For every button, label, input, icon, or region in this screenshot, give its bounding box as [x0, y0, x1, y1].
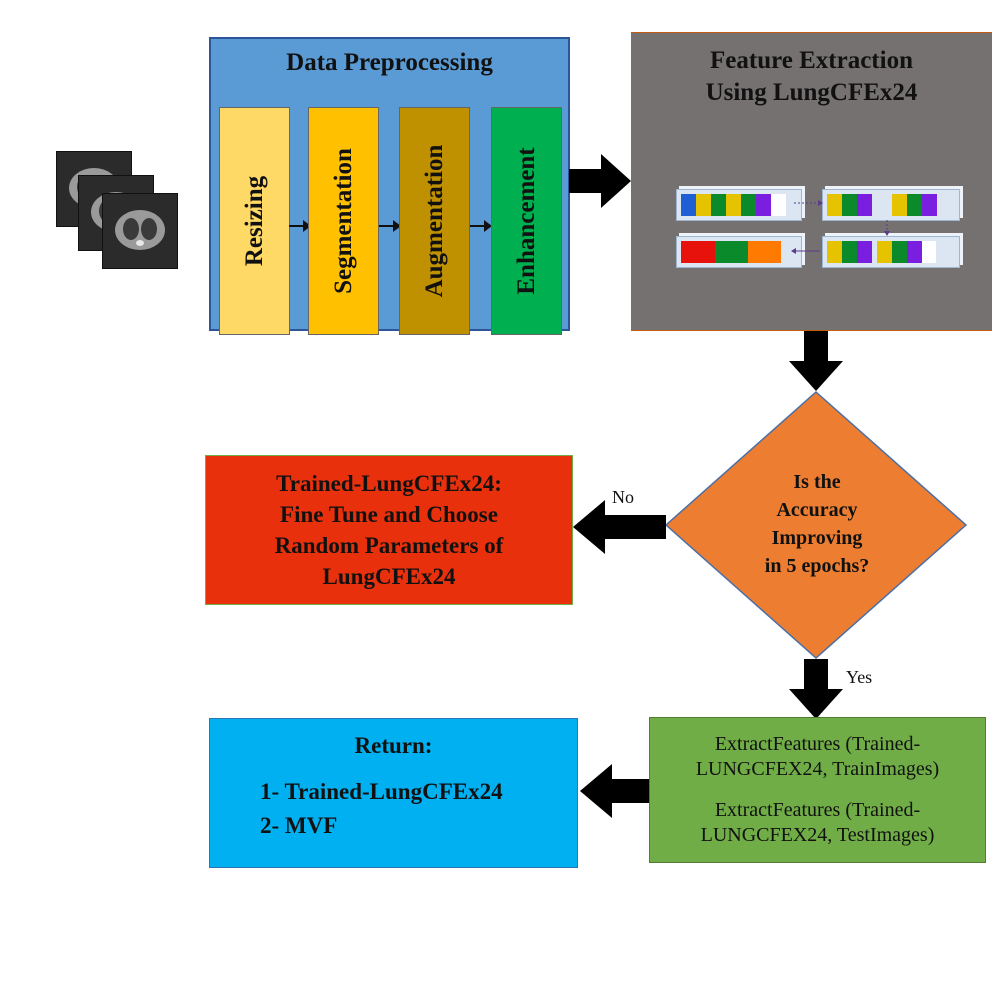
- extract-train-text: ExtractFeatures (Trained- LUNGCFEX24, Tr…: [650, 732, 985, 782]
- decision-line3: Improving: [771, 527, 863, 549]
- enhancement-label: Enhancement: [512, 147, 540, 295]
- step-arrow: [379, 220, 401, 232]
- decision-line1: Is the: [793, 471, 841, 493]
- enhancement-step: Enhancement: [491, 107, 562, 335]
- no-label: No: [612, 487, 634, 507]
- arrow-down-to-decision: [789, 331, 843, 391]
- preprocessing-title: Data Preprocessing: [286, 49, 493, 76]
- trained-line3: Random Parameters of: [274, 533, 504, 558]
- ct-slice-image: [102, 193, 178, 269]
- augmentation-step: Augmentation: [399, 107, 470, 335]
- extract-line3: ExtractFeatures (Trained-: [714, 799, 921, 821]
- arrow-right-to-feature: [569, 154, 631, 208]
- extract-line2: LUNGCFEX24, TrainImages): [695, 758, 940, 780]
- return-item-2: 2- MVF: [260, 813, 338, 838]
- feature-tensor: [676, 236, 802, 268]
- extract-features-box: ExtractFeatures (Trained- LUNGCFEX24, Tr…: [649, 717, 986, 863]
- trained-line4: LungCFEx24: [322, 564, 456, 589]
- arrow-left-to-return: [580, 764, 649, 818]
- resizing-step: Resizing: [219, 107, 290, 335]
- step-arrow: [289, 220, 311, 232]
- feature-extraction-title: Feature Extraction Using LungCFEx24: [632, 45, 991, 109]
- decision-line2: Accuracy: [776, 499, 858, 521]
- decision-line4: in 5 epochs?: [764, 555, 870, 577]
- return-title: Return:: [354, 733, 433, 758]
- feature-tensor: [822, 236, 960, 268]
- trained-line1: Trained-LungCFEx24:: [276, 471, 502, 496]
- augmentation-label: Augmentation: [420, 144, 448, 298]
- arrow-left-no: [573, 500, 666, 554]
- feature-extraction-box: Feature Extraction Using LungCFEx24: [631, 32, 992, 331]
- return-item-1: 1- Trained-LungCFEx24: [260, 779, 503, 804]
- trained-line2: Fine Tune and Choose: [280, 502, 498, 527]
- arrow-down-yes: [789, 659, 843, 719]
- trained-text: Trained-LungCFEx24: Fine Tune and Choose…: [206, 468, 572, 592]
- decision-text: Is the Accuracy Improving in 5 epochs?: [736, 468, 898, 580]
- resizing-label: Resizing: [240, 175, 268, 267]
- segmentation-label: Segmentation: [329, 148, 357, 294]
- trained-lungcfex24-box: Trained-LungCFEx24: Fine Tune and Choose…: [205, 455, 573, 605]
- feature-tensor: [676, 189, 802, 221]
- data-preprocessing-box: Data Preprocessing Resizing Segmentation…: [209, 37, 570, 335]
- extract-line1: ExtractFeatures (Trained-: [714, 733, 921, 755]
- feature-title-line1: Feature Extraction: [710, 47, 913, 74]
- tensor-connectors: [791, 200, 890, 254]
- feature-title-line2: Using LungCFEx24: [705, 79, 918, 106]
- return-box: Return: 1- Trained-LungCFEx24 2- MVF: [209, 718, 578, 868]
- step-arrow: [470, 220, 492, 232]
- segmentation-step: Segmentation: [308, 107, 379, 335]
- yes-label: Yes: [846, 667, 873, 687]
- extract-test-text: ExtractFeatures (Trained- LUNGCFEX24, Te…: [650, 798, 985, 848]
- extract-line4: LUNGCFEX24, TestImages): [700, 824, 935, 846]
- feature-tensor: [822, 189, 960, 221]
- decision-diamond: [664, 390, 968, 660]
